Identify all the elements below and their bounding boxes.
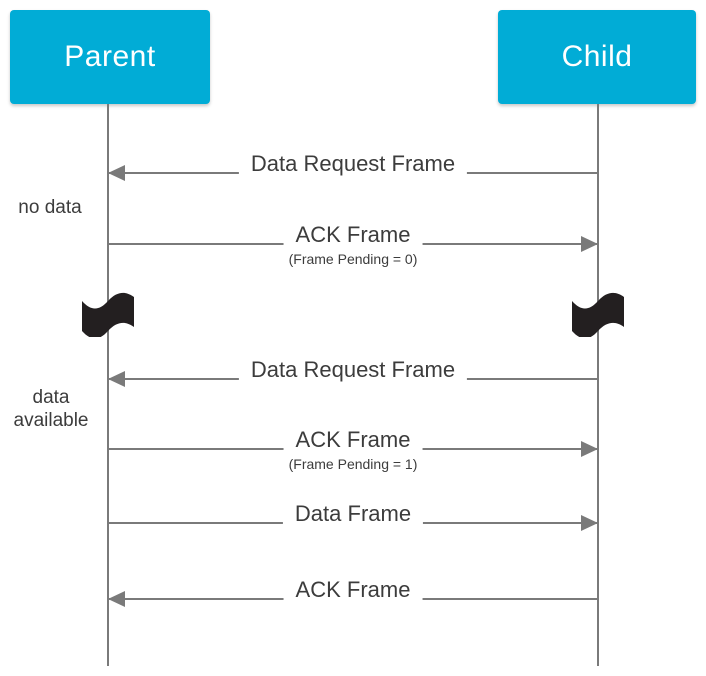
arrowhead-right-icon — [581, 236, 598, 252]
arrowhead-left-icon — [108, 371, 125, 387]
message-label: Data Request Frame — [238, 358, 468, 382]
message-sublabel: (Frame Pending = 1) — [288, 456, 418, 472]
arrowhead-right-icon — [581, 441, 598, 457]
arrowhead-left-icon — [108, 165, 125, 181]
time-break-icon-parent — [79, 291, 137, 337]
note-data-available: data available — [13, 387, 89, 431]
participant-parent-label: Parent — [64, 40, 156, 73]
message-label: Data Request Frame — [238, 152, 468, 176]
lifeline-child — [597, 104, 599, 666]
message-label: Data Frame — [282, 502, 424, 526]
message-sublabel: (Frame Pending = 0) — [288, 251, 418, 267]
arrowhead-left-icon — [108, 591, 125, 607]
message-label: ACK Frame — [283, 578, 423, 602]
participant-child-label: Child — [561, 40, 633, 73]
message-label: ACK Frame — [283, 428, 423, 452]
message-label: ACK Frame — [283, 223, 423, 247]
participant-parent[interactable]: Parent — [10, 10, 210, 104]
arrowhead-right-icon — [581, 515, 598, 531]
time-break-icon-child — [569, 291, 627, 337]
participant-child[interactable]: Child — [498, 10, 696, 104]
note-no-data: no data — [18, 197, 82, 218]
